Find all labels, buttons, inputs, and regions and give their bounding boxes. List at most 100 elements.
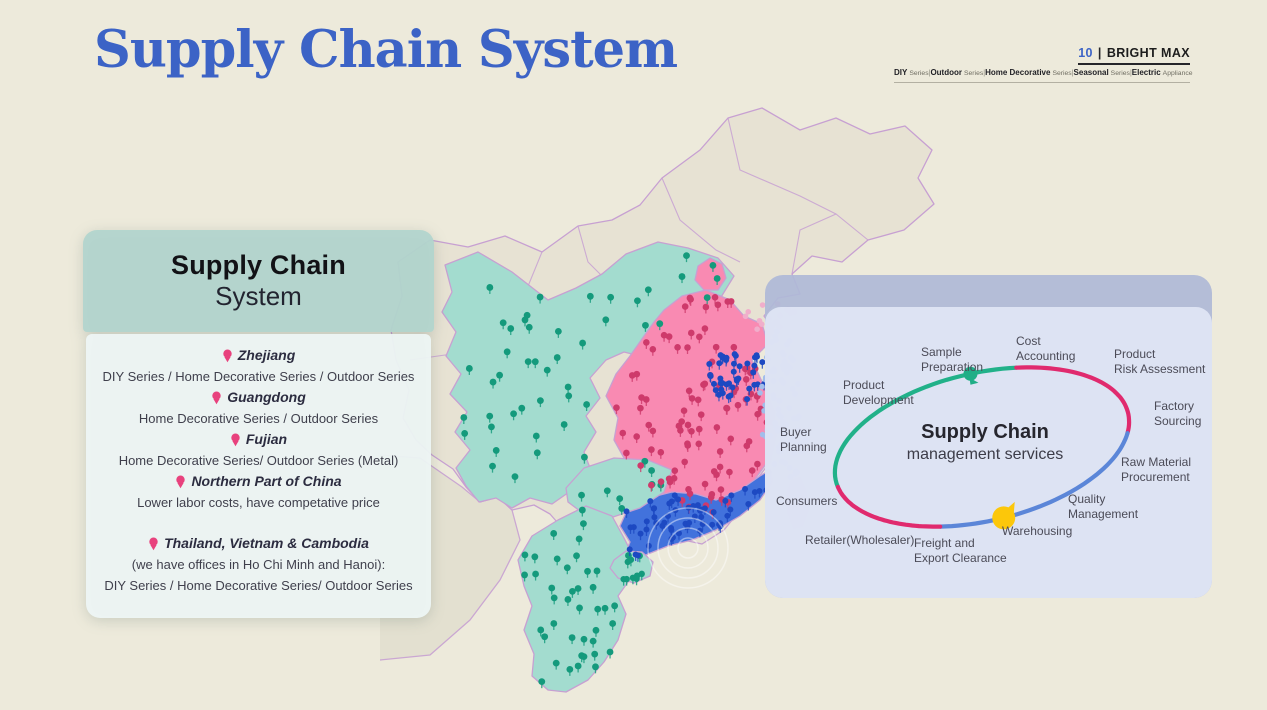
series-nav-item-name: Home Decorative [985, 68, 1051, 77]
series-nav-divider: | [983, 70, 986, 77]
series-nav-item-suffix: Series [963, 70, 984, 77]
location-entry: Zhejiang [86, 345, 431, 366]
location-name: Thailand, Vietnam & Cambodia [164, 535, 369, 551]
cycle-label-retailer-wholesaler: Retailer(Wholesaler) [805, 533, 914, 548]
province-border [727, 117, 837, 215]
map-dots-southeast-asia [521, 520, 632, 689]
cycle-label-line: Risk Assessment [1114, 362, 1206, 376]
map-dots-jiangsu [706, 351, 768, 406]
location-pin-icon [223, 349, 232, 362]
region-beijing-area [694, 257, 727, 291]
region-southeast-asia [517, 505, 635, 693]
cycle-label-line: Quality [1068, 492, 1106, 506]
cycle-label-line: Freight and [914, 536, 975, 550]
brand-name: BRIGHT MAX [1106, 46, 1190, 60]
location-entry: Guangdong [86, 387, 431, 408]
cycle-label-line: Retailer(Wholesaler) [805, 533, 915, 547]
cycle-label-line: Warehousing [1002, 524, 1073, 538]
cycle-label-line: Buyer [780, 425, 812, 439]
series-nav-item-suffix: Series [1052, 70, 1072, 77]
info-card-title-bold: Supply Chain [171, 250, 346, 280]
location-detail: Lower labor costs, have competative pric… [137, 495, 380, 510]
location-detail: Home Decorative Series / Outdoor Series [138, 411, 379, 426]
cycle-center-title: Supply Chain [921, 421, 1049, 443]
page-title: Supply Chain System [94, 20, 678, 80]
china-map [380, 107, 935, 693]
cycle-label-line: Factory [1154, 399, 1195, 413]
cycle-label-line: Product [1114, 347, 1156, 361]
series-nav-item-suffix: Appliance [1162, 70, 1193, 77]
info-card-header: Supply Chain System [83, 230, 434, 332]
location-detail: DIY Series / Home Decorative Series / Ou… [102, 369, 415, 384]
location-pin-icon [231, 433, 240, 446]
cycle-label-warehousing: Warehousing [1002, 524, 1072, 539]
info-card-title-regular: System [215, 281, 302, 311]
series-nav-item-suffix: Series [1110, 70, 1130, 77]
cycle-label-line: Planning [780, 440, 827, 454]
location-pin-icon [176, 475, 186, 488]
location-detail: Home Decorative Series/ Outdoor Series (… [118, 453, 399, 468]
cycle-label-line: Consumers [776, 494, 838, 508]
location-detail: DIY Series / Home Decorative Series/ Out… [104, 578, 413, 593]
cycle-label-line: Cost [1016, 334, 1041, 348]
location-detail: (we have offices in Ho Chi Minh and Hano… [131, 557, 386, 572]
location-entry: Thailand, Vietnam & Cambodia [86, 533, 431, 554]
region-central-china [441, 241, 735, 509]
location-pin-icon [149, 537, 158, 550]
map-dots-guangdong [623, 468, 772, 562]
cycle-label-line: Management [1068, 507, 1139, 521]
cycle-label-line: Sourcing [1154, 414, 1202, 428]
cycle-center: Supply Chain management services [907, 421, 1064, 464]
coast-ripple-rings [647, 507, 729, 589]
cycle-label-line: Accounting [1016, 349, 1076, 363]
series-nav-item-name: DIY [894, 68, 908, 77]
cycle-label-line: Development [843, 393, 914, 407]
map-dots-central-china [460, 252, 721, 484]
cycle-label-line: Sample [921, 345, 962, 359]
page-number: 10 [1078, 46, 1093, 60]
map-dots-hainan [620, 552, 645, 586]
series-nav-item-name: Electric [1131, 68, 1161, 77]
cycle-label-line: Product [843, 378, 885, 392]
cycle-label-line: Procurement [1121, 470, 1190, 484]
cycle-label-line: Raw Material [1121, 455, 1192, 469]
location-entry: Fujian [86, 429, 431, 450]
series-nav-divider: | [1129, 70, 1132, 77]
cycle-label-line: Export Clearance [914, 551, 1007, 565]
location-name: Northern Part of China [191, 473, 342, 489]
province-border [661, 177, 741, 263]
location-name: Fujian [245, 431, 288, 447]
province-border [791, 213, 869, 275]
series-nav-item-suffix: Series [909, 70, 929, 77]
badge-separator: | [1097, 46, 1102, 60]
series-nav-divider: | [928, 70, 931, 77]
series-nav-item-name: Seasonal [1073, 68, 1109, 77]
cycle-label-consumers: Consumers [776, 494, 837, 509]
location-entry: Northern Part of China [86, 471, 431, 492]
series-nav-item-name: Outdoor [930, 68, 962, 77]
series-nav-divider: | [1071, 70, 1074, 77]
cycle-center-subtitle: management services [906, 446, 1064, 463]
cycle-label-line: Preparation [921, 360, 984, 374]
location-pin-icon [212, 391, 221, 404]
location-name: Zhejiang [237, 347, 296, 363]
page-badge: 10 | BRIGHT MAX [1078, 46, 1190, 65]
